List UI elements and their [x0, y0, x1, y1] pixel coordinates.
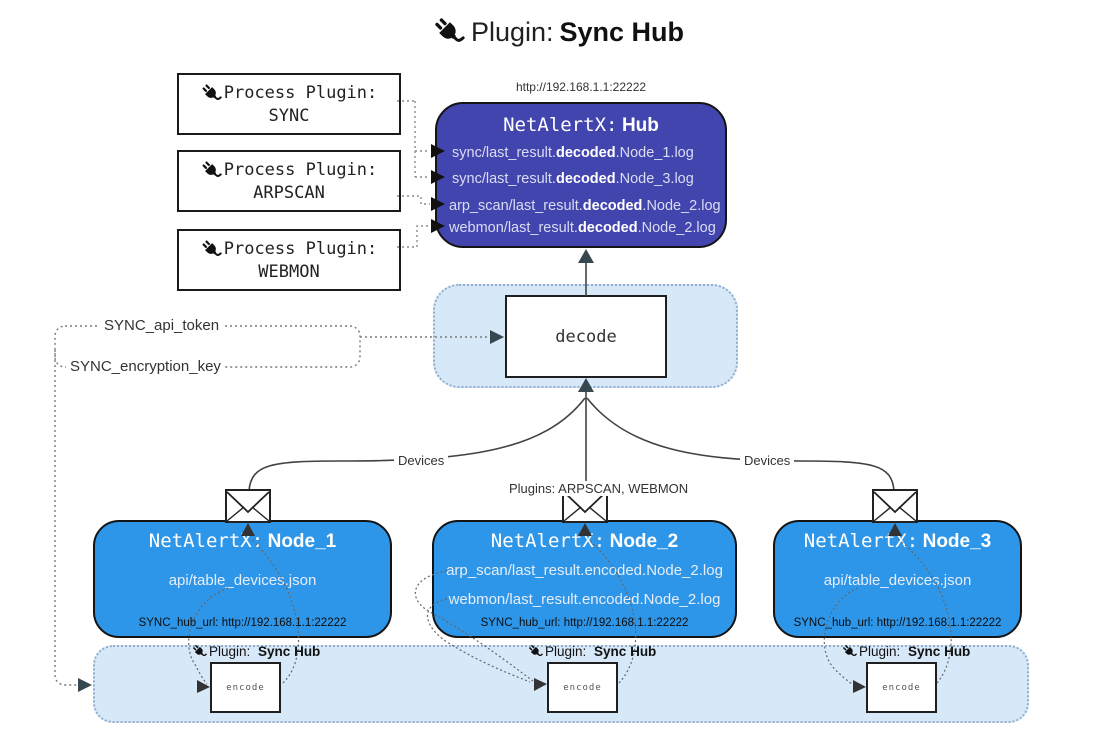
log-suffix: .Node_2.log — [637, 220, 716, 236]
node-title: NetAlertX: Node_1 — [95, 530, 390, 553]
node-file-label: webmon/last_result.encoded.Node_2.log — [448, 591, 721, 608]
log-prefix: sync/last_result. — [452, 171, 556, 187]
plug-icon — [201, 239, 222, 260]
edge-label-plugins-middle: Plugins: ARPSCAN, WEBMON — [505, 481, 693, 496]
hub-log-line: sync/last_result.decoded.Node_1.log — [452, 145, 694, 161]
log-bold: decoded — [555, 171, 616, 187]
encode-plugin-label: Plugin: Sync Hub — [842, 644, 970, 659]
encode-label: encode — [882, 682, 921, 693]
process-plugin-name: WEBMON — [258, 261, 320, 282]
hub-box: NetAlertX: Hub sync/last_result.decoded.… — [435, 102, 727, 248]
node-name-label: Node_1 — [267, 531, 337, 552]
encode-plugin-label: Plugin: Sync Hub — [192, 644, 320, 659]
plugin-name: Sync Hub — [594, 644, 657, 659]
plug-icon — [201, 83, 222, 104]
decode-box: decode — [505, 295, 667, 378]
encode-label: encode — [226, 682, 265, 693]
hub-product-label: NetAlertX: — [503, 114, 618, 136]
node-box-node2: NetAlertX: Node_2 arp_scan/last_result.e… — [432, 520, 737, 638]
hub-log-line: webmon/last_result.decoded.Node_2.log — [449, 220, 716, 236]
log-prefix: arp_scan/last_result. — [449, 198, 583, 214]
log-suffix: .Node_1.log — [615, 145, 694, 161]
plugin-label: Plugin: — [545, 644, 587, 659]
plugin-name: Sync Hub — [258, 644, 321, 659]
edge-label-devices-right: Devices — [740, 453, 795, 468]
node-product-label: NetAlertX: — [803, 530, 919, 552]
process-plugin-label: Process Plugin: — [223, 83, 378, 103]
encode-box: encode — [547, 662, 618, 713]
log-bold: decoded — [577, 220, 638, 236]
node-file-label: arp_scan/last_result.encoded.Node_2.log — [446, 562, 723, 579]
plugin-label: Plugin: — [859, 644, 901, 659]
node-hub-url-label: SYNC_hub_url: http://192.168.1.1:22222 — [480, 617, 689, 629]
process-plugin-box-webmon: Process Plugin: WEBMON — [177, 229, 401, 291]
log-prefix: webmon/last_result. — [449, 220, 578, 236]
log-prefix: sync/last_result. — [452, 145, 556, 161]
log-suffix: .Node_3.log — [615, 171, 694, 187]
sync-encryption-key-label: SYNC_encryption_key — [66, 358, 225, 375]
process-plugin-box-sync: Process Plugin: SYNC — [177, 73, 401, 135]
edge-sync-plugin-hub — [397, 100, 430, 178]
plug-icon — [201, 160, 222, 181]
node-hub-url-label: SYNC_hub_url: http://192.168.1.1:22222 — [138, 617, 347, 629]
edge-node1-decode — [248, 397, 586, 492]
process-plugin-name: SYNC — [268, 105, 310, 126]
title-label: Plugin: — [470, 16, 554, 47]
node-product-label: NetAlertX: — [490, 530, 606, 552]
envelope-icon — [872, 489, 918, 523]
node-hub-url-label: SYNC_hub_url: http://192.168.1.1:22222 — [793, 617, 1002, 629]
plug-icon — [528, 644, 543, 659]
sync-api-token-label: SYNC_api_token — [100, 317, 224, 334]
hub-log-line: arp_scan/last_result.decoded.Node_2.log — [449, 198, 721, 214]
edge-arpscan-plugin-hub — [397, 195, 430, 205]
arrowhead-into-strip — [78, 678, 92, 692]
log-suffix: .Node_2.log — [642, 198, 721, 214]
plug-icon — [433, 16, 465, 48]
encode-label: encode — [563, 682, 602, 693]
encode-box: encode — [866, 662, 937, 713]
hub-url-label: http://192.168.1.1:22222 — [515, 80, 647, 94]
plugin-label: Plugin: — [209, 644, 251, 659]
node-box-node3: NetAlertX: Node_3 api/table_devices.json… — [773, 520, 1022, 638]
process-plugin-label: Process Plugin: — [223, 239, 378, 259]
node-name-label: Node_2 — [609, 531, 679, 552]
decode-label: decode — [555, 326, 617, 347]
hub-name-label: Hub — [621, 115, 659, 136]
edge-node3-decode — [586, 397, 895, 492]
secrets-down-line — [54, 350, 79, 686]
log-bold: decoded — [555, 145, 616, 161]
title-name: Sync Hub — [559, 16, 685, 47]
encode-plugin-label: Plugin: Sync Hub — [528, 644, 656, 659]
edge-label-devices-left: Devices — [394, 453, 449, 468]
node-product-label: NetAlertX: — [148, 530, 264, 552]
plug-icon — [842, 644, 857, 659]
hub-title: NetAlertX: Hub — [437, 114, 725, 137]
node-title: NetAlertX: Node_2 — [434, 530, 735, 553]
page-title: Plugin: Sync Hub — [0, 16, 1117, 48]
process-plugin-label: Process Plugin: — [223, 160, 378, 180]
node-box-node1: NetAlertX: Node_1 api/table_devices.json… — [93, 520, 392, 638]
process-plugin-box-arpscan: Process Plugin: ARPSCAN — [177, 150, 401, 212]
edge-webmon-plugin-hub — [397, 225, 430, 248]
node-title: NetAlertX: Node_3 — [775, 530, 1020, 553]
node-file-label: api/table_devices.json — [823, 572, 972, 589]
plug-icon — [192, 644, 207, 659]
plugin-name: Sync Hub — [908, 644, 971, 659]
process-plugin-name: ARPSCAN — [253, 182, 325, 203]
node-file-label: api/table_devices.json — [168, 572, 317, 589]
node-name-label: Node_3 — [922, 531, 992, 552]
hub-log-line: sync/last_result.decoded.Node_3.log — [452, 171, 694, 187]
envelope-icon — [225, 489, 271, 523]
arrowhead-into-hub — [578, 249, 594, 263]
log-bold: decoded — [582, 198, 643, 214]
encode-box: encode — [210, 662, 281, 713]
